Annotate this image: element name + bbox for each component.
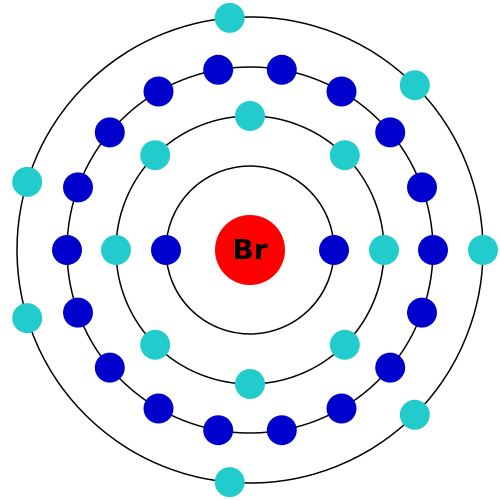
electron-shell-3-17 [375,352,406,383]
electron-shell-4-3 [214,2,245,33]
electron-shell-2-2 [329,140,360,171]
electron-shell-3-6 [203,54,234,85]
electron-shell-4-5 [12,303,43,334]
electron-shell-2-4 [140,140,171,171]
electron-shell-4-6 [214,467,245,498]
nucleus-circle [215,215,285,285]
electron-shell-3-16 [326,393,357,424]
electron-shell-3-10 [52,235,82,265]
electron-shell-2-8 [329,329,360,360]
electron-shell-3-8 [94,117,125,148]
electron-shell-3-4 [326,76,357,107]
electron-shell-2-6 [140,329,171,360]
electron-shell-1-2 [151,235,181,265]
electron-shell-4-1 [468,235,498,265]
electron-shell-2-7 [235,369,265,399]
electron-shell-3-5 [266,54,297,85]
electron-shell-2-1 [369,235,399,265]
electron-shell-4-7 [399,399,430,430]
electron-shell-3-12 [94,352,125,383]
electron-shell-2-3 [235,101,265,131]
electrons-group [12,2,498,498]
electron-shell-3-2 [407,172,437,203]
electron-shell-3-9 [63,172,93,203]
electron-shell-3-3 [375,117,406,148]
electron-shell-3-14 [203,415,234,446]
electron-shell-3-11 [63,297,93,328]
electron-shell-4-2 [399,70,430,101]
element-symbol: Br [232,233,267,266]
electron-shell-3-7 [143,76,174,107]
nucleus: Br [215,215,285,285]
electron-shell-3-1 [418,235,448,265]
electron-shell-3-18 [407,297,437,328]
electron-shell-4-4 [12,166,43,197]
electron-shell-3-13 [143,393,174,424]
electron-shell-1-1 [319,235,349,265]
electron-shell-2-5 [101,235,131,265]
electron-shell-3-15 [266,415,297,446]
